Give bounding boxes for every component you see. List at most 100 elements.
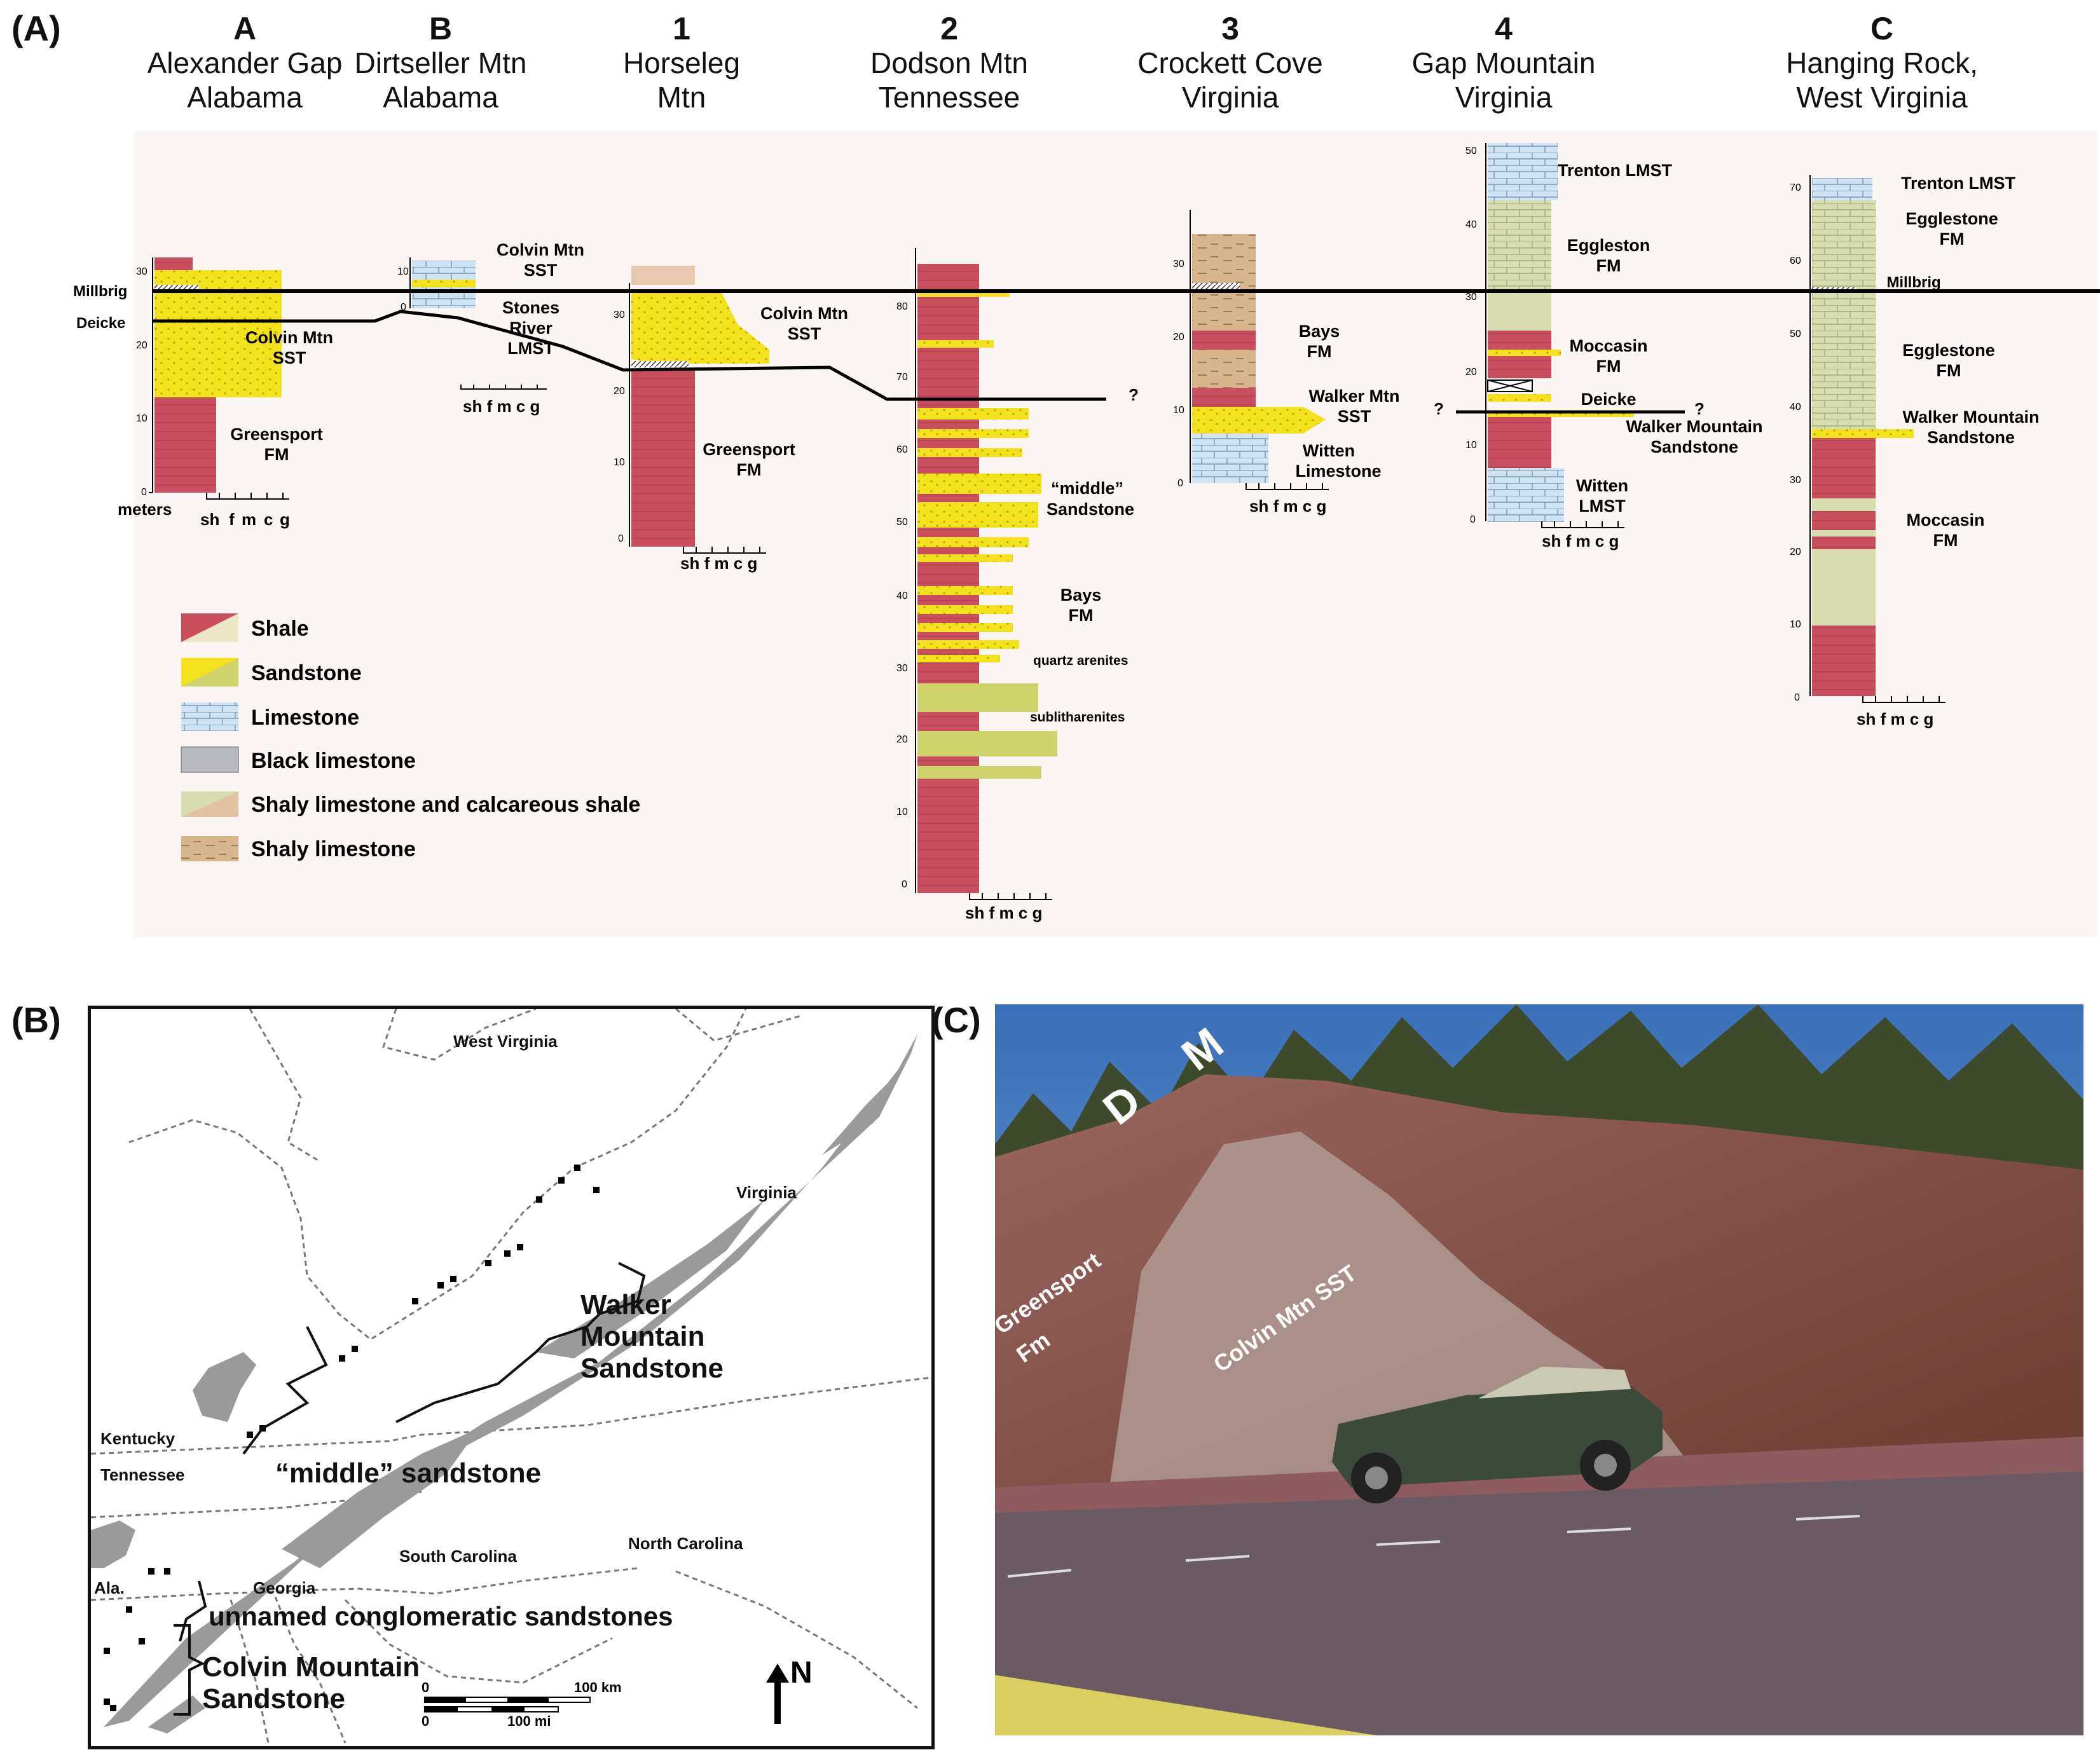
walker-mtn-label: Walker Mtn [1308,386,1399,406]
column-header-4: 4 Gap Mountain Virginia [1412,11,1596,114]
svg-text:100 km: 100 km [574,1679,622,1695]
walker-mountain-label: Walker Mountain [1626,417,1762,436]
svg-text:20: 20 [614,386,625,397]
svg-text:40: 40 [1465,219,1477,230]
svg-text:0: 0 [1470,514,1476,525]
moccasin-label: Moccasin [1906,510,1984,530]
column-line1: Dodson Mtn [870,46,1029,79]
column-id: 1 [673,11,690,46]
svg-text:50: 50 [1465,146,1477,156]
north-arrow-icon: N [766,1656,813,1724]
colvin-mountain-label: Colvin Mountain [202,1651,420,1683]
svg-text:sh f m c g: sh f m c g [1542,531,1619,550]
svg-text:Black limestone: Black limestone [251,749,416,773]
svg-text:sh f m c g: sh f m c g [1249,496,1326,516]
svg-text:10: 10 [397,266,409,277]
colvin-label: Colvin Mtn [760,304,848,323]
greensport-label: Greensport [230,425,323,444]
column-header-3: 3 Crockett Cove Virginia [1137,11,1322,114]
eggleston-label: Eggleston [1567,236,1650,255]
colvin-label: Colvin Mtn [497,240,584,259]
walker-mountain-label: Walker Mountain [1902,407,2039,427]
svg-text:10: 10 [1465,440,1477,451]
fm-label: FM [1069,606,1094,625]
svg-text:Sandstone: Sandstone [251,661,362,685]
question-mark-4l: ? [1434,399,1444,418]
scale-bar: 0 100 km 0 100 mi [422,1679,622,1729]
column-line1: Horseleg [622,46,741,79]
deicke-label: Deicke [1581,390,1636,409]
middle-label: “middle” [1051,479,1123,498]
column-header-A: A Alexander Gap Alabama [148,11,343,114]
svg-text:20: 20 [136,340,148,351]
sst-label: SST [1338,407,1371,426]
sandstone-distribution-map: West Virginia Virginia Kentucky Tennesse… [88,1006,935,1749]
grain-scale-sh: sh [200,510,219,529]
question-mark-2: ? [1129,385,1139,404]
legend-item-shaly-limestone-calcareous-shale: Shaly limestone and calcareous shale [181,791,640,817]
deicke-line [153,310,1106,401]
quartz-arenites-label: quartz arenites [1033,653,1128,668]
state-label-kentucky: Kentucky [100,1429,175,1448]
svg-text:0: 0 [618,533,624,544]
panel-a-label: (A) [11,8,61,48]
svg-text:0: 0 [422,1713,429,1729]
legend-item-limestone: Limestone [181,702,359,731]
egglestone-label: Egglestone [1905,209,1998,228]
lmst-label: LMST [1579,496,1626,516]
bays-label: Bays [1299,322,1340,341]
svg-text:0: 0 [1177,478,1183,489]
legend-item-sandstone: Sandstone [181,658,362,687]
fm-label: FM [1596,256,1621,275]
millbrig-label: Millbrig [73,283,127,300]
svg-text:80: 80 [896,301,908,312]
sandstone-label: Sandstone [1650,437,1738,456]
trenton-label: Trenton LMST [1901,174,2015,193]
svg-text:10: 10 [136,413,148,424]
legend-item-shale: Shale [181,613,309,642]
grain-scale-m: m [242,510,256,529]
svg-text:30: 30 [614,310,625,320]
column-line2: Tennessee [878,81,1020,114]
svg-text:sh f m c g: sh f m c g [463,397,540,416]
greensport-label: Greensport [703,440,795,459]
bays-label: Bays [1060,585,1102,605]
witten-label: Witten [1576,476,1628,495]
legend-item-shaly-limestone: Shaly limestone [181,836,416,861]
legend: Shale Sandstone Limestone Black limeston… [181,613,640,861]
column-header-1: 1 Horseleg Mtn [623,11,740,114]
state-label-alabama: Ala. [94,1578,125,1597]
column-line2: Virginia [1181,81,1279,114]
egglestone-label-2: Egglestone [1902,341,1995,360]
svg-text:Shaly limestone and calcareous: Shaly limestone and calcareous shale [251,793,640,817]
stones-label: Stones [502,298,559,317]
svg-text:40: 40 [1790,402,1801,413]
sst-label: SST [524,261,558,280]
column-line1: Gap Mountain [1411,46,1596,79]
panel-c-label: (C) [931,1000,981,1040]
column-id: 3 [1221,11,1239,46]
fm-label-3: FM [1933,531,1958,550]
colvin-label: Colvin Mtn [245,328,333,347]
svg-text:0: 0 [902,879,907,890]
svg-text:sh f m c g: sh f m c g [965,903,1042,922]
walker-label-1: Walker [580,1289,671,1320]
fm-label-2: FM [1937,361,1961,380]
svg-text:Limestone: Limestone [251,706,359,730]
fm-label: FM [1940,229,1965,249]
svg-text:10: 10 [1790,619,1801,630]
legend-item-black-limestone: Black limestone [181,746,416,773]
fm-label: FM [264,445,289,464]
truck-icon [1332,1367,1663,1503]
svg-text:10: 10 [896,807,908,817]
column-line2: Virginia [1455,81,1553,114]
svg-text:0: 0 [1794,692,1800,703]
state-label-virginia: Virginia [736,1183,797,1202]
svg-text:100 mi: 100 mi [507,1713,551,1729]
state-label-georgia: Georgia [253,1578,316,1597]
